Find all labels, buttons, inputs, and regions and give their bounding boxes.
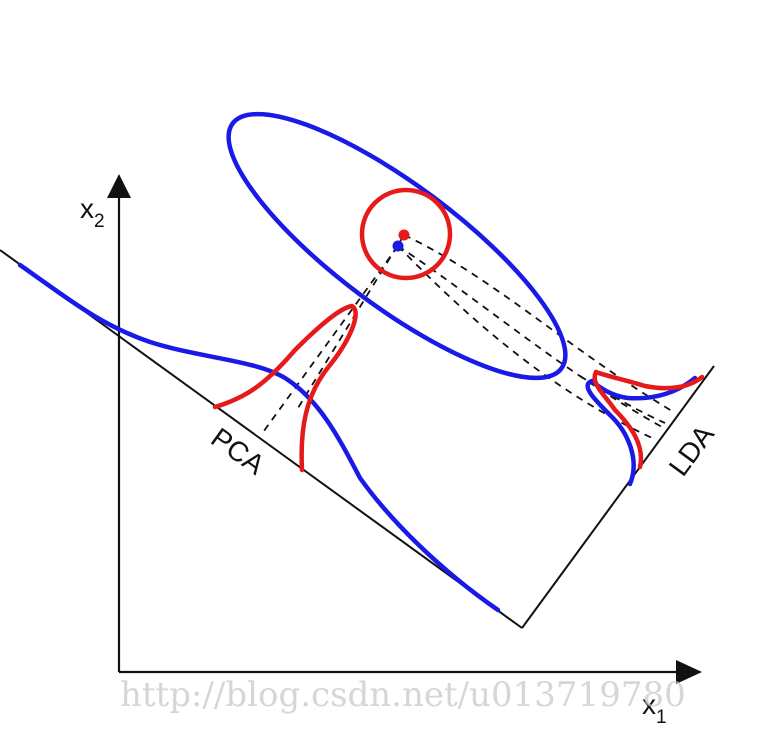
y-axis-label-base: x <box>80 193 94 224</box>
watermark-text: http://blog.csdn.net/u013719780 <box>120 675 686 715</box>
axes: x2 x1 <box>80 174 702 728</box>
y-axis-arrow-icon <box>107 174 131 198</box>
red-class-circle <box>359 187 453 281</box>
x-axis-label-sub: 1 <box>656 707 667 728</box>
lda-guide-2 <box>397 245 663 428</box>
pca-blue-density <box>17 262 501 613</box>
pca-guide-blue-mean <box>260 245 399 436</box>
class-distributions <box>226 111 568 381</box>
lda-blue-density <box>585 375 698 487</box>
x-axis-label-base: x <box>642 689 656 720</box>
x-axis-arrow-icon <box>676 660 702 684</box>
y-axis-label: x2 <box>80 193 105 232</box>
lda-red-density <box>592 369 705 470</box>
lda-label: LDA <box>663 419 720 482</box>
pca-guide-red-mean <box>297 234 405 409</box>
red-class-mean <box>398 229 410 241</box>
x-axis-label: x1 <box>642 689 667 728</box>
pca-red-density <box>212 303 358 473</box>
y-axis-label-sub: 2 <box>94 211 105 232</box>
pca-label: PCA <box>205 422 270 481</box>
lda-direction-line <box>521 365 715 629</box>
lda-guide-1 <box>403 234 673 412</box>
lda-densities <box>585 369 705 487</box>
pca-densities <box>17 262 501 613</box>
blue-class-mean <box>392 240 404 252</box>
projection-lines <box>0 249 715 629</box>
